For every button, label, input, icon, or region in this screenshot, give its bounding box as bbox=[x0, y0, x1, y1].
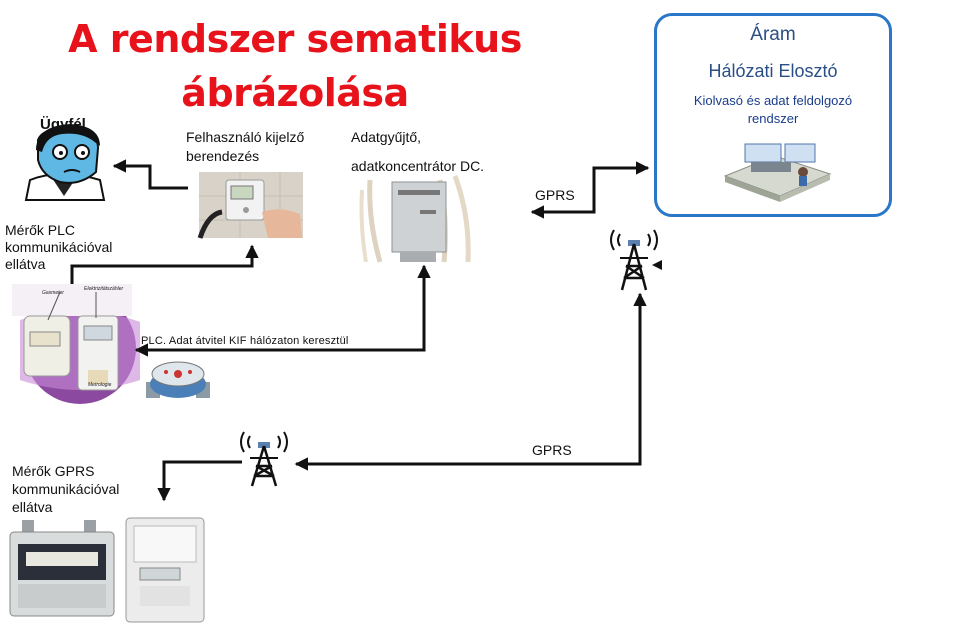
customer-icon bbox=[24, 124, 106, 201]
water-meter-photo bbox=[146, 361, 210, 398]
gprs-electricity-meter-photo bbox=[125, 517, 205, 623]
data-concentrator-photo bbox=[359, 175, 471, 263]
utility-box-subtitle: Hálózati Elosztó bbox=[708, 61, 838, 81]
display-device-line-2: berendezés bbox=[186, 148, 260, 164]
gprs-gas-meter-photo bbox=[9, 520, 115, 617]
data-center-illustration bbox=[723, 143, 832, 202]
arrow-towers-gprs bbox=[294, 292, 647, 471]
metrology-caption: Metrologie bbox=[88, 382, 112, 388]
display-device-line-1: Felhasználó kijelző bbox=[186, 129, 305, 145]
gprs-meters-line-2: kommunikációval bbox=[12, 481, 120, 497]
plc-meters-photo bbox=[12, 284, 140, 404]
gprs-tower-top bbox=[610, 229, 658, 291]
diagram-title: A rendszer sematikus ábrázolása bbox=[0, 12, 590, 120]
collector-label: Adatgyűjtő, adatkoncentrátor DC. bbox=[351, 128, 484, 176]
arrow-tower-to-meters bbox=[157, 460, 242, 502]
title-line-2: ábrázolása bbox=[181, 71, 409, 115]
gprs-meters-line-3: ellátva bbox=[12, 499, 53, 515]
electricity-caption: Elektrizitätszähler bbox=[84, 286, 124, 292]
plc-meters-line-3: ellátva bbox=[5, 256, 46, 272]
gprs-meters-label: Mérők GPRS kommunikációval ellátva bbox=[12, 462, 119, 516]
arrow-concentrator-utility bbox=[530, 161, 650, 219]
arrow-meters-to-display bbox=[70, 244, 259, 284]
collector-line-1: Adatgyűjtő, bbox=[351, 129, 422, 145]
arrow-display-to-customer bbox=[112, 159, 188, 190]
plc-meters-line-2: kommunikációval bbox=[5, 239, 113, 255]
utility-distributor-box: Áram Hálózati Elosztó Kiolvasó és adat f… bbox=[654, 13, 892, 217]
gprs-meters-line-1: Mérők GPRS bbox=[12, 463, 95, 479]
title-line-1: A rendszer sematikus bbox=[68, 17, 522, 61]
display-device-label: Felhasználó kijelző berendezés bbox=[186, 128, 304, 166]
gasmeter-caption: Gasmeter bbox=[42, 290, 64, 296]
display-device-photo bbox=[197, 172, 303, 239]
collector-line-2: adatkoncentrátor DC. bbox=[351, 158, 485, 174]
plc-meters-label: Mérők PLC kommunikációval ellátva bbox=[5, 222, 112, 273]
utility-box-title: Áram bbox=[750, 24, 796, 45]
gprs-tower-bottom bbox=[240, 431, 288, 487]
plc-meters-line-1: Mérők PLC bbox=[5, 222, 76, 238]
tower-pointer-icon bbox=[652, 260, 662, 270]
connection-arrows bbox=[70, 159, 650, 502]
arrow-concentrator-plc bbox=[134, 264, 431, 357]
utility-box-description: Kiolvasó és adat feldolgozó rendszer bbox=[693, 93, 853, 126]
